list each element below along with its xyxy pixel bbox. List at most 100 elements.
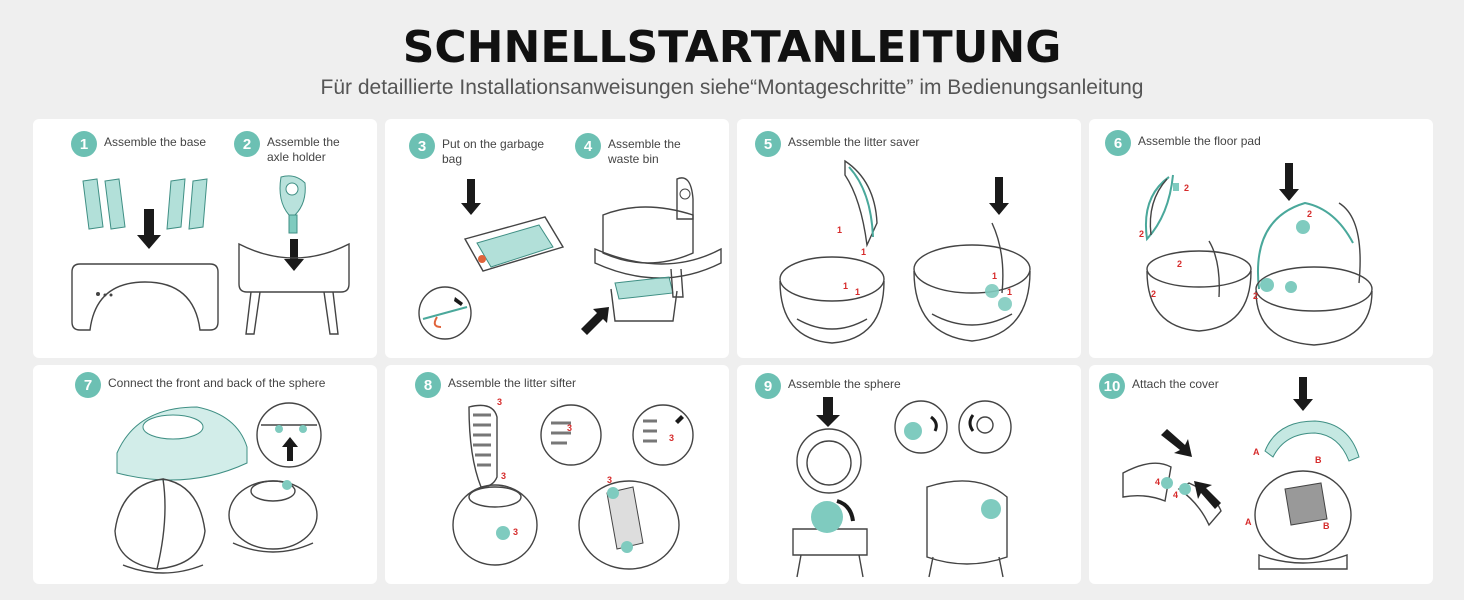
step-number: 7	[75, 372, 101, 398]
sphere-rim	[1146, 250, 1252, 288]
step-5: 5 Assemble the litter saver	[755, 131, 919, 157]
marker-1: 1	[843, 281, 848, 291]
down-arrow-icon	[989, 177, 1009, 215]
step-label: Assemble the litter saver	[788, 135, 920, 149]
down-arrow-icon	[461, 179, 481, 215]
leg-part	[104, 178, 126, 230]
steps-grid: 1 Assemble the base 2 Assemble the axle …	[33, 119, 1433, 584]
litter-sifter-illustration: 3 3 3 3 3 3	[452, 397, 694, 570]
zoom-detail	[958, 400, 1012, 454]
marker-3: 3	[669, 433, 674, 443]
step-6: 6 Assemble the floor pad	[1105, 130, 1261, 156]
marker-2: 2	[1253, 291, 1258, 301]
diagonal-arrow-icon	[1194, 481, 1221, 509]
down-arrow-icon	[816, 397, 840, 427]
step-label: Assemble the sphere	[788, 377, 901, 391]
leg-part	[82, 178, 104, 230]
diagonal-arrow-icon	[1161, 429, 1192, 457]
marker-3: 3	[567, 423, 572, 433]
floor-pad-illustration: 2 2 2 2 2 2	[1139, 163, 1373, 346]
marker-2: 2	[1139, 229, 1144, 239]
panel-litter-sifter: 8 Assemble the litter sifter 3 3 3 3 3	[385, 365, 729, 584]
base-body	[71, 263, 219, 331]
marker-3: 3	[497, 397, 502, 407]
zoom-detail	[632, 404, 694, 466]
step-10: 10 Attach the cover	[1099, 373, 1219, 399]
garbage-bag	[476, 224, 554, 268]
step-label: Assemble the floor pad	[1138, 134, 1261, 148]
panel-assemble-sphere: 9 Assemble the sphere	[737, 365, 1081, 584]
down-arrow-icon	[137, 209, 161, 249]
step-number: 8	[415, 372, 441, 398]
step-3: 3 Put on the garbage bag	[409, 133, 544, 167]
marker-2: 2	[1184, 183, 1189, 193]
sphere	[452, 484, 538, 566]
step-9: 9 Assemble the sphere	[755, 373, 901, 399]
panel-base-axle: 1 Assemble the base 2 Assemble the axle …	[33, 119, 377, 358]
marker-1: 1	[837, 225, 842, 235]
page-subtitle: Für detaillierte Installationsanweisunge…	[320, 76, 1144, 99]
marker-1: 1	[1007, 287, 1012, 297]
stand-body	[238, 242, 350, 293]
zoom-detail	[256, 402, 322, 468]
step-number: 2	[234, 131, 260, 157]
step-label: Assemble the base	[104, 135, 207, 149]
bin-tray	[463, 216, 565, 272]
marker-a: A	[1253, 447, 1260, 457]
marker-2: 2	[1177, 259, 1182, 269]
step-label: Assemble the waste bin	[608, 137, 681, 166]
litter-saver-piece	[844, 159, 878, 248]
step-label: Assemble the litter sifter	[448, 376, 577, 390]
marker-b: B	[1323, 521, 1330, 531]
marker-2: 2	[1307, 209, 1312, 219]
sphere	[578, 480, 680, 570]
marker-b: B	[1315, 455, 1322, 465]
sphere-rim	[779, 256, 885, 302]
cover	[1264, 420, 1360, 462]
step-label: Attach the cover	[1132, 377, 1219, 391]
diagonal-arrow-icon	[581, 307, 609, 335]
down-arrow-icon	[1279, 163, 1299, 201]
zoom-detail	[418, 286, 472, 340]
marker-3: 3	[501, 471, 506, 481]
step-number: 3	[409, 133, 435, 159]
step-number: 9	[755, 373, 781, 399]
sphere-front	[796, 428, 862, 494]
marker-3: 3	[607, 475, 612, 485]
base-illustration	[71, 175, 350, 335]
marker-a: A	[1245, 517, 1252, 527]
marker-3: 3	[513, 527, 518, 537]
panel-connect-sphere: 7 Connect the front and back of the sphe…	[33, 365, 377, 584]
marker-1: 1	[992, 271, 997, 281]
marker-4: 4	[1155, 477, 1160, 487]
panel-litter-saver: 5 Assemble the litter saver 1 1 1 1 1	[737, 119, 1081, 358]
leg-part	[188, 178, 208, 230]
step-label: Connect the front and back of the sphere	[108, 376, 326, 390]
panel-bag-bin: 3 Put on the garbage bag 4 Assemble the …	[385, 119, 729, 358]
sphere-half	[114, 478, 166, 570]
marker-2: 2	[1151, 289, 1156, 299]
step-number: 1	[71, 131, 97, 157]
step-label: Assemble the axle holder	[267, 135, 340, 164]
stand-base	[792, 528, 868, 556]
attach-cover-illustration: A B 4 4 A B	[1122, 377, 1360, 570]
bag-bin-illustration	[418, 177, 722, 340]
zoom-detail	[540, 404, 602, 466]
litter-saver-illustration: 1 1 1 1 1 1	[779, 159, 1031, 344]
step-8: 8 Assemble the litter sifter	[415, 372, 576, 398]
down-arrow-icon	[1293, 377, 1313, 411]
sphere-rim	[913, 244, 1031, 294]
marker-4: 4	[1173, 490, 1178, 500]
sphere-rim	[1255, 266, 1373, 312]
panel-floor-pad: 6 Assemble the floor pad 2 2 2 2	[1089, 119, 1433, 358]
down-arrow-icon	[284, 239, 304, 271]
step-1: 1 Assemble the base	[71, 131, 206, 157]
waste-bin	[614, 276, 674, 300]
side-cover-left	[1122, 462, 1172, 502]
zoom-detail	[894, 400, 948, 454]
assembled-sphere	[228, 480, 318, 550]
page-title: SCHNELLSTARTANLEITUNG	[402, 22, 1062, 73]
leg-part	[166, 178, 186, 230]
connect-sphere-illustration	[114, 402, 322, 574]
assemble-sphere-illustration	[792, 397, 1012, 578]
